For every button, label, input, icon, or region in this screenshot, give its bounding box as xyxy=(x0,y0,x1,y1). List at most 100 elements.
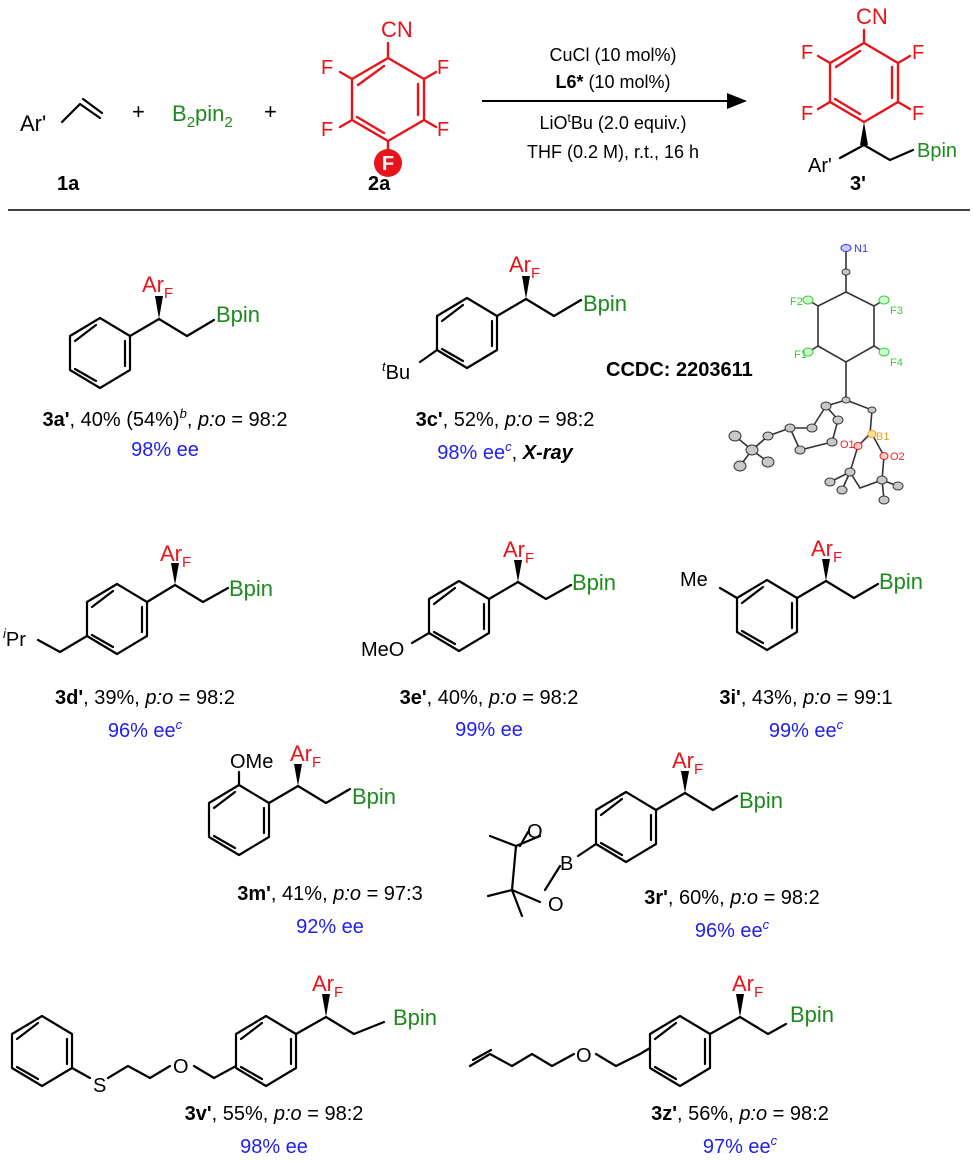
fluorine-label: F xyxy=(912,103,924,125)
atom-c xyxy=(806,423,818,433)
me-label: Me xyxy=(680,569,708,591)
fluorine-label: F xyxy=(912,42,924,64)
atom-c xyxy=(878,495,890,505)
ee-3e: 99% ee xyxy=(455,719,523,741)
atom-c xyxy=(876,475,888,485)
structure-3z: O ArF Bpin xyxy=(468,971,834,1088)
wedge-bond xyxy=(155,296,163,319)
atom-c xyxy=(867,406,877,414)
chain-bonds xyxy=(468,1048,642,1068)
wedge-bond xyxy=(294,764,302,786)
atom-label-f4: F4 xyxy=(890,357,903,369)
ee-3d: 96% eec xyxy=(108,717,183,742)
atom-c xyxy=(728,430,742,442)
structure-3e: ArF Bpin MeO xyxy=(361,537,616,661)
arf-label: ArF xyxy=(312,971,343,1001)
fluorine-label: F xyxy=(801,103,813,125)
benzene-ring xyxy=(207,783,271,857)
structure-3a: ArF Bpin xyxy=(68,272,260,390)
chain-bonds xyxy=(294,1015,386,1036)
atom-c xyxy=(761,456,775,468)
cyano-label: CN xyxy=(856,4,888,29)
chain-bonds xyxy=(576,791,739,858)
atom-c xyxy=(762,431,774,441)
atom-label-f2: F2 xyxy=(790,296,803,308)
caption-3r: 3r', 60%, p:o = 98:2 xyxy=(644,887,819,909)
arf-label: ArF xyxy=(732,971,763,1001)
ar-prime-label: Ar' xyxy=(20,111,46,136)
bpin-label: Bpin xyxy=(917,140,957,162)
bpin-label: Bpin xyxy=(790,1002,834,1027)
benzene-ring xyxy=(735,578,799,652)
vinyl-bonds xyxy=(60,102,102,124)
reaction-conditions: CuCl (10 mol%) L6* (10 mol%) LiOtBu (2.0… xyxy=(482,45,747,162)
ee-3a: 98% ee xyxy=(131,439,199,461)
fluorine-label: F xyxy=(321,119,333,141)
product-3prime: CN F F F F Ar' Bpin 3' xyxy=(801,4,957,195)
reactant-2a: CN F F F F F 2a xyxy=(321,17,449,195)
condition-catalyst: CuCl (10 mol%) xyxy=(549,45,676,65)
compound-id-2a: 2a xyxy=(368,173,391,195)
condition-solvent: THF (0.2 M), r.t., 16 h xyxy=(527,142,699,162)
atom-f2 xyxy=(802,295,814,305)
ee-3z: 97% eec xyxy=(703,1133,778,1158)
bpin-label: Bpin xyxy=(739,788,783,813)
arf-label: ArF xyxy=(503,537,534,567)
ee-3c: 98% eec, X-ray xyxy=(437,439,573,464)
xray-ortep-structure: N1 F2 F3 F1 F4 B1 O1 O2 xyxy=(728,243,905,505)
pinacol-bonds xyxy=(486,830,562,918)
plus-sign-1: + xyxy=(132,99,145,124)
chain-bonds xyxy=(718,579,880,600)
leaving-fluorine-label: F xyxy=(382,153,394,175)
arf-label: ArF xyxy=(290,741,321,771)
atom-label-f1: F1 xyxy=(794,349,807,361)
pentafluoro-ring xyxy=(350,56,426,143)
aryl-ring xyxy=(828,41,900,124)
bpin-label: Bpin xyxy=(572,570,616,595)
atom-c xyxy=(892,481,904,491)
atom-o2 xyxy=(879,452,889,460)
pinacol-bonds xyxy=(829,471,899,501)
sulfur-label: S xyxy=(93,1075,106,1097)
ee-3r: 96% eec xyxy=(695,917,770,942)
ome-label: OMe xyxy=(230,751,273,773)
ortep-bonds xyxy=(751,252,885,489)
bpin-label: Bpin xyxy=(393,1005,437,1030)
caption-3z: 3z', 56%, p:o = 98:2 xyxy=(651,1103,829,1125)
atom-label-o2: O2 xyxy=(890,451,905,463)
wedge-bond xyxy=(322,994,330,1017)
arf-label: ArF xyxy=(672,748,703,778)
oxygen-label: O xyxy=(548,894,564,916)
ee-3i: 99% eec xyxy=(769,717,844,742)
caption-3m: 3m', 41%, p:o = 97:3 xyxy=(237,883,422,905)
ee-3m: 92% ee xyxy=(296,916,364,938)
wedge-bond xyxy=(514,560,522,582)
wedge-bond xyxy=(522,276,530,299)
caption-3c: 3c', 52%, p:o = 98:2 xyxy=(416,409,595,431)
compound-id-3prime: 3' xyxy=(850,173,866,195)
oxygen-label: O xyxy=(173,1056,189,1078)
arf-label: ArF xyxy=(811,536,842,566)
wedge-bond xyxy=(171,563,179,585)
cf-bonds xyxy=(338,70,438,129)
chain-bonds xyxy=(638,1015,788,1056)
vinyl-double-bond xyxy=(81,97,104,115)
chain-bonds xyxy=(70,1064,238,1080)
caption-3a: 3a', 40% (54%)b, p:o = 98:2 xyxy=(43,406,288,431)
ar-prime-label: Ar' xyxy=(808,155,832,177)
oxygen-label: O xyxy=(576,1045,592,1067)
bpin-label: Bpin xyxy=(229,576,273,601)
caption-3d: 3d', 39%, p:o = 98:2 xyxy=(55,687,235,709)
wedge-bond xyxy=(681,771,689,793)
atom-c xyxy=(784,423,796,433)
structure-3d: ArF Bpin iPr xyxy=(3,541,273,656)
boron-label: B xyxy=(560,853,573,875)
bpin-label: Bpin xyxy=(583,291,627,316)
condition-base: LiOtBu (2.0 equiv.) xyxy=(539,111,686,133)
tbu-label: tBu xyxy=(382,359,410,384)
arf-label: ArF xyxy=(160,541,191,571)
wedge-bond xyxy=(860,122,868,145)
atom-f3 xyxy=(878,295,890,305)
structure-3i: ArF Bpin Me xyxy=(680,536,923,652)
